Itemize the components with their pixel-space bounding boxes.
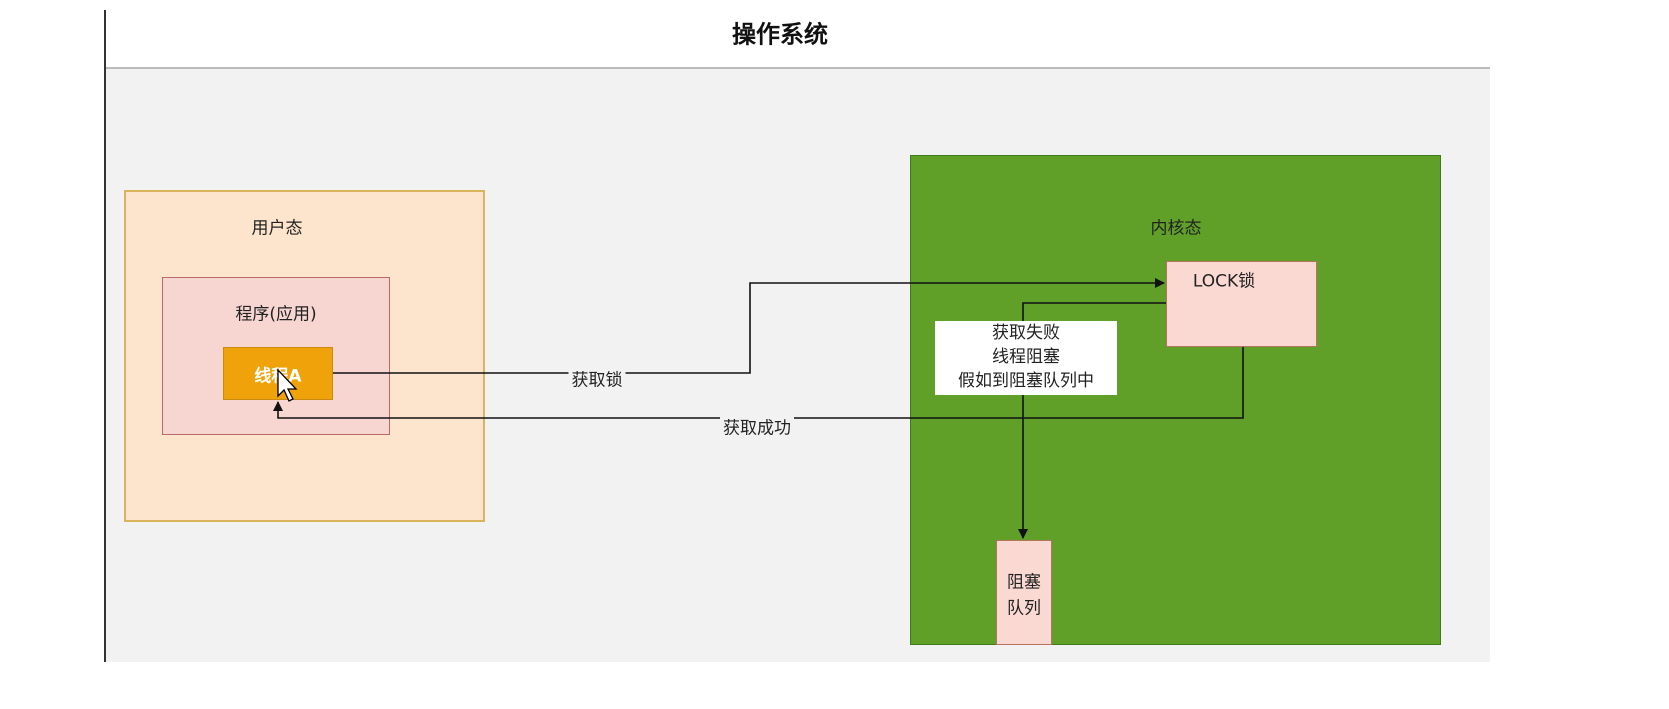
acquire-success-label: 获取成功 [720,413,794,439]
lock-box[interactable] [1166,261,1317,347]
blocked-queue-box[interactable] [996,540,1052,645]
program-label: 程序(应用) [235,304,317,325]
user-mode-label: 用户态 [251,218,303,239]
left-divider [104,10,106,662]
kernel-mode-label: 内核态 [1150,218,1202,239]
acquire-fail-label: 获取失败 线程阻塞 假如到阻塞队列中 [935,321,1117,395]
fail-line-1: 获取失败 [992,323,1060,343]
acquire-lock-edge [333,278,1165,374]
header-divider [106,67,1490,69]
fail-line-2: 线程阻塞 [992,347,1060,367]
blocked-queue-label-1: 阻塞 [1007,572,1041,593]
acquire-fail-edge [1018,302,1166,539]
blocked-queue-label-2: 队列 [1007,598,1041,619]
diagram-title: 操作系统 [732,20,828,49]
mouse-cursor-icon [277,368,298,402]
fail-line-3: 假如到阻塞队列中 [958,371,1094,391]
acquire-lock-label: 获取锁 [568,365,626,391]
lock-label: LOCK锁 [1192,271,1256,292]
